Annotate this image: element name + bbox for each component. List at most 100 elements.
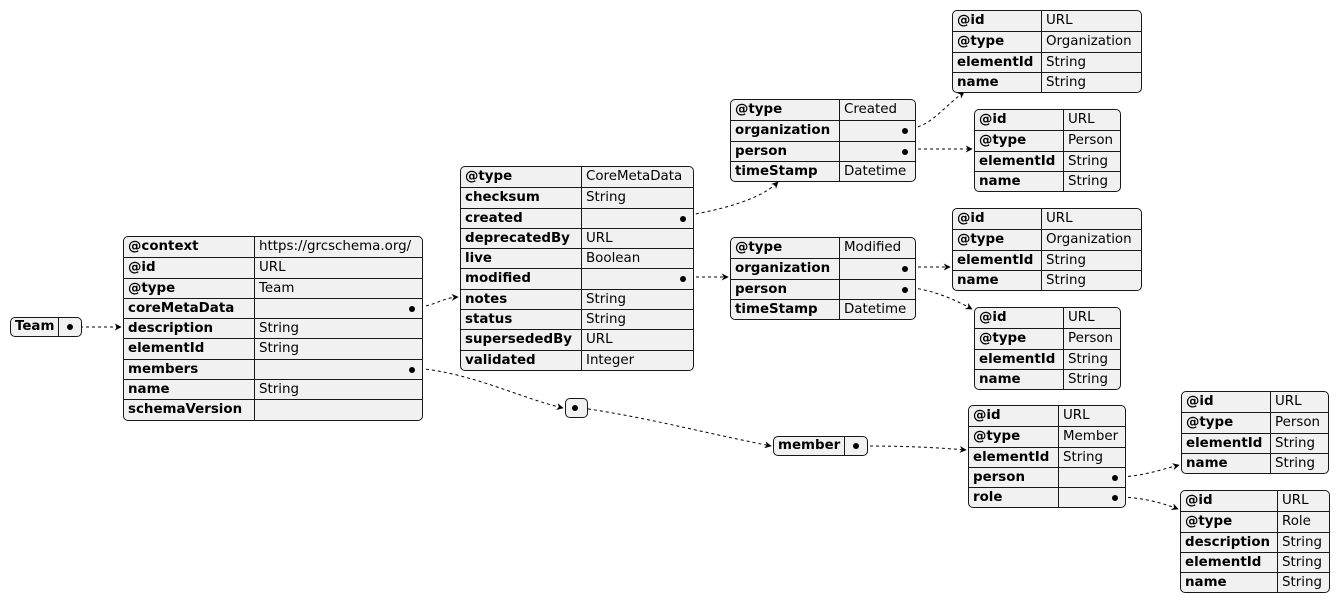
field-type: URL bbox=[1046, 13, 1073, 28]
field-type: Created bbox=[844, 102, 897, 117]
field-link-cell[interactable] bbox=[840, 121, 915, 140]
link-dot bbox=[67, 324, 74, 330]
field-key: elementId bbox=[1182, 433, 1271, 453]
field-key: @type bbox=[124, 278, 255, 298]
field-type: String bbox=[1068, 371, 1108, 387]
field-type: String bbox=[586, 190, 626, 206]
field-key: @id bbox=[975, 110, 1064, 131]
field-type: String bbox=[1046, 252, 1086, 268]
edge-members bbox=[413, 367, 564, 410]
field-type: String bbox=[1046, 272, 1086, 288]
root-node-label: Team bbox=[11, 318, 60, 336]
link-dot bbox=[572, 405, 578, 411]
field-key: validated bbox=[461, 350, 582, 370]
field-key: @type bbox=[975, 131, 1064, 151]
field-key: timeStamp bbox=[731, 161, 840, 182]
table-row: schemaVersion bbox=[124, 399, 422, 420]
field-type: String bbox=[1282, 534, 1322, 550]
field-key: elementId bbox=[969, 447, 1059, 467]
field-link-cell[interactable] bbox=[840, 142, 915, 161]
field-key: modified bbox=[461, 269, 582, 289]
field-type: Member bbox=[1063, 429, 1119, 445]
link-dot bbox=[409, 305, 415, 312]
table-row: members bbox=[124, 358, 422, 380]
field-link-cell[interactable] bbox=[255, 360, 422, 379]
array-node[interactable] bbox=[565, 398, 588, 418]
field-type: String bbox=[259, 382, 299, 398]
field-link-cell[interactable] bbox=[1059, 468, 1125, 487]
field-key: deprecatedBy bbox=[461, 228, 582, 249]
field-key: person bbox=[731, 141, 840, 161]
field-link-cell[interactable] bbox=[840, 280, 915, 299]
field-type: URL bbox=[586, 230, 613, 246]
field-link-cell[interactable] bbox=[840, 259, 915, 278]
link-dot bbox=[1112, 495, 1118, 502]
link-dot bbox=[902, 148, 908, 155]
field-type: https://grcschema.org/ bbox=[259, 239, 412, 254]
field-key: @id bbox=[969, 406, 1059, 427]
field-key: checksum bbox=[461, 188, 582, 208]
field-link-cell[interactable] bbox=[255, 299, 422, 318]
link-dot bbox=[853, 443, 860, 449]
root-node-team[interactable]: Team bbox=[10, 317, 83, 337]
field-key: elementId bbox=[1181, 552, 1278, 573]
field-type: CoreMetaData bbox=[586, 169, 683, 184]
table-row: @id URL bbox=[975, 308, 1120, 329]
field-key: name bbox=[953, 72, 1042, 93]
field-type: String bbox=[1282, 554, 1322, 570]
field-key: @type bbox=[731, 238, 840, 259]
link-dot bbox=[902, 286, 908, 293]
field-key: coreMetaData bbox=[124, 298, 255, 319]
field-type: URL bbox=[1275, 394, 1302, 409]
member-node[interactable]: member bbox=[773, 436, 869, 456]
field-key: @id bbox=[953, 209, 1042, 230]
field-key: description bbox=[124, 319, 255, 339]
edge-created bbox=[683, 181, 779, 217]
field-type: String bbox=[1275, 455, 1315, 471]
field-type: URL bbox=[1068, 310, 1095, 325]
field-link-cell[interactable] bbox=[1059, 488, 1125, 507]
field-link-cell[interactable] bbox=[582, 269, 693, 288]
field-link-cell[interactable] bbox=[582, 209, 693, 228]
field-key: notes bbox=[461, 289, 582, 310]
link-dot bbox=[1112, 474, 1118, 481]
field-type: String bbox=[1068, 173, 1108, 189]
field-type: String bbox=[1282, 575, 1322, 591]
field-type: String bbox=[1275, 435, 1315, 451]
field-key: @id bbox=[975, 308, 1064, 329]
table-row: modified bbox=[461, 268, 693, 289]
field-type: String bbox=[1046, 74, 1086, 90]
field-key: @id bbox=[1182, 392, 1271, 413]
link-dot bbox=[409, 366, 415, 373]
field-type: URL bbox=[259, 260, 286, 276]
field-type: String bbox=[1068, 351, 1108, 367]
field-type bbox=[255, 400, 422, 419]
